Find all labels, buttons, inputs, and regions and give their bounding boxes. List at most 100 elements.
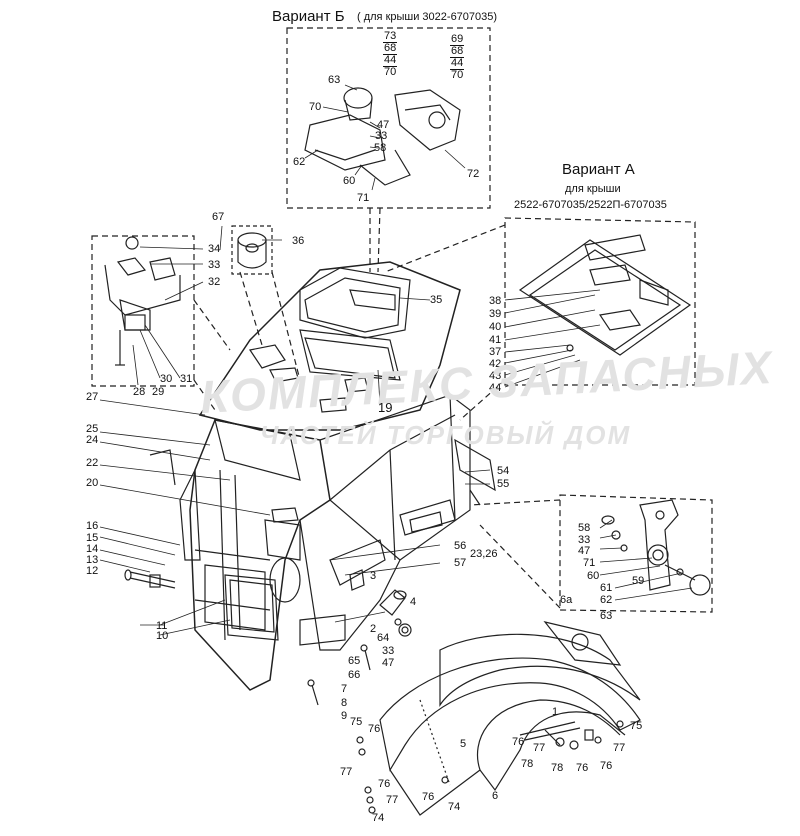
label-va-39: 39 xyxy=(489,308,502,320)
label-47b: 47 xyxy=(382,657,395,669)
label-59: 59 xyxy=(632,575,645,587)
label-5: 5 xyxy=(460,738,467,750)
label-76a: 76 xyxy=(368,723,381,735)
variant-b-subtitle: ( для крыши 3022-6707035) xyxy=(357,11,498,23)
label-20: 20 xyxy=(86,477,99,489)
label-76f: 76 xyxy=(378,778,391,790)
bracket-box xyxy=(91,235,195,387)
fender-5 xyxy=(379,657,641,772)
label-77a: 77 xyxy=(340,766,353,778)
label-33c: 33 xyxy=(578,534,591,546)
label-13: 13 xyxy=(86,554,99,566)
label-23-26: 23,26 xyxy=(470,548,498,560)
cabin-frame xyxy=(189,419,331,691)
label-54: 54 xyxy=(497,465,510,477)
label-va-37: 37 xyxy=(489,346,502,358)
label-va-44: 44 xyxy=(489,382,502,394)
variant-a-box xyxy=(504,217,696,386)
label-33b: 33 xyxy=(382,645,395,657)
label-14: 14 xyxy=(86,543,99,555)
label-47c: 47 xyxy=(578,545,591,557)
label-60b: 60 xyxy=(587,570,600,582)
label-65: 65 xyxy=(348,655,361,667)
label-10: 10 xyxy=(156,630,169,642)
label-76d: 76 xyxy=(600,760,613,772)
label-58b: 58 xyxy=(578,522,591,534)
label-vb-63: 63 xyxy=(328,74,341,86)
fender-6 xyxy=(439,633,641,707)
label-55: 55 xyxy=(497,478,510,490)
label-24: 24 xyxy=(86,434,99,446)
variant-a-title: Вариант А xyxy=(562,161,635,178)
label-78b: 78 xyxy=(551,762,564,774)
label-9: 9 xyxy=(341,710,348,722)
label-67: 67 xyxy=(212,211,225,223)
label-12: 12 xyxy=(86,565,99,577)
label-22: 22 xyxy=(86,457,99,469)
label-19: 19 xyxy=(378,400,393,415)
label-vb-33: 33 xyxy=(375,130,388,142)
variant-b-title: Вариант Б xyxy=(272,8,345,25)
label-62b: 62 xyxy=(600,594,613,606)
lock-box xyxy=(559,494,713,613)
label-29: 29 xyxy=(152,386,165,398)
label-15: 15 xyxy=(86,532,99,544)
label-75b: 75 xyxy=(630,720,643,732)
label-77d: 77 xyxy=(386,794,399,806)
label-va-43: 43 xyxy=(489,370,502,382)
label-vb-71: 71 xyxy=(357,192,370,204)
label-6: 6 xyxy=(492,790,499,802)
seal-box xyxy=(231,225,273,275)
label-1: 1 xyxy=(552,706,559,718)
label-32: 32 xyxy=(208,276,221,288)
label-57: 57 xyxy=(454,557,467,569)
label-16: 16 xyxy=(86,520,99,532)
label-vb-62: 62 xyxy=(293,156,306,168)
label-25: 25 xyxy=(86,423,99,435)
label-vb-72: 72 xyxy=(467,168,480,180)
label-7: 7 xyxy=(341,683,348,695)
label-33: 33 xyxy=(208,259,221,271)
label-va-42: 42 xyxy=(489,358,502,370)
label-va-41: 41 xyxy=(489,334,502,346)
label-3: 3 xyxy=(370,570,377,582)
label-va-40: 40 xyxy=(489,321,502,333)
label-vb-70: 70 xyxy=(309,101,322,113)
variant-a-line2: 2522-6707035/2522П-6707035 xyxy=(514,199,667,211)
label-74b: 74 xyxy=(372,812,385,824)
label-27: 27 xyxy=(86,391,99,403)
label-8: 8 xyxy=(341,697,348,709)
label-vb-47: 47 xyxy=(377,119,390,131)
label-28: 28 xyxy=(133,386,146,398)
label-56: 56 xyxy=(454,540,467,552)
label-4: 4 xyxy=(410,596,417,608)
variant-b-box xyxy=(286,27,491,209)
label-74a: 74 xyxy=(448,801,461,813)
label-77c: 77 xyxy=(613,742,626,754)
label-34: 34 xyxy=(208,243,221,255)
label-75a: 75 xyxy=(350,716,363,728)
label-2: 2 xyxy=(370,623,377,635)
watermark-line2: ЧАСТЕЙ ТОРГОВЫЙ ДОМ xyxy=(260,420,632,450)
label-76c: 76 xyxy=(576,762,589,774)
roof xyxy=(198,261,461,431)
label-78a: 78 xyxy=(521,758,534,770)
variant-a-line1: для крыши xyxy=(565,183,621,195)
label-vb-58: 58 xyxy=(374,142,387,154)
label-61: 61 xyxy=(600,582,613,594)
label-76b: 76 xyxy=(512,736,525,748)
label-76e: 76 xyxy=(422,791,435,803)
label-71b: 71 xyxy=(583,557,596,569)
label-66: 66 xyxy=(348,669,361,681)
label-va-38: 38 xyxy=(489,295,502,307)
label-vb-60: 60 xyxy=(343,175,356,187)
label-64: 64 xyxy=(377,632,390,644)
label-36: 36 xyxy=(292,235,305,247)
label-6a: 6а xyxy=(560,594,573,606)
label-63b: 63 xyxy=(600,610,613,622)
label-30: 30 xyxy=(160,373,173,385)
label-35: 35 xyxy=(430,294,443,306)
